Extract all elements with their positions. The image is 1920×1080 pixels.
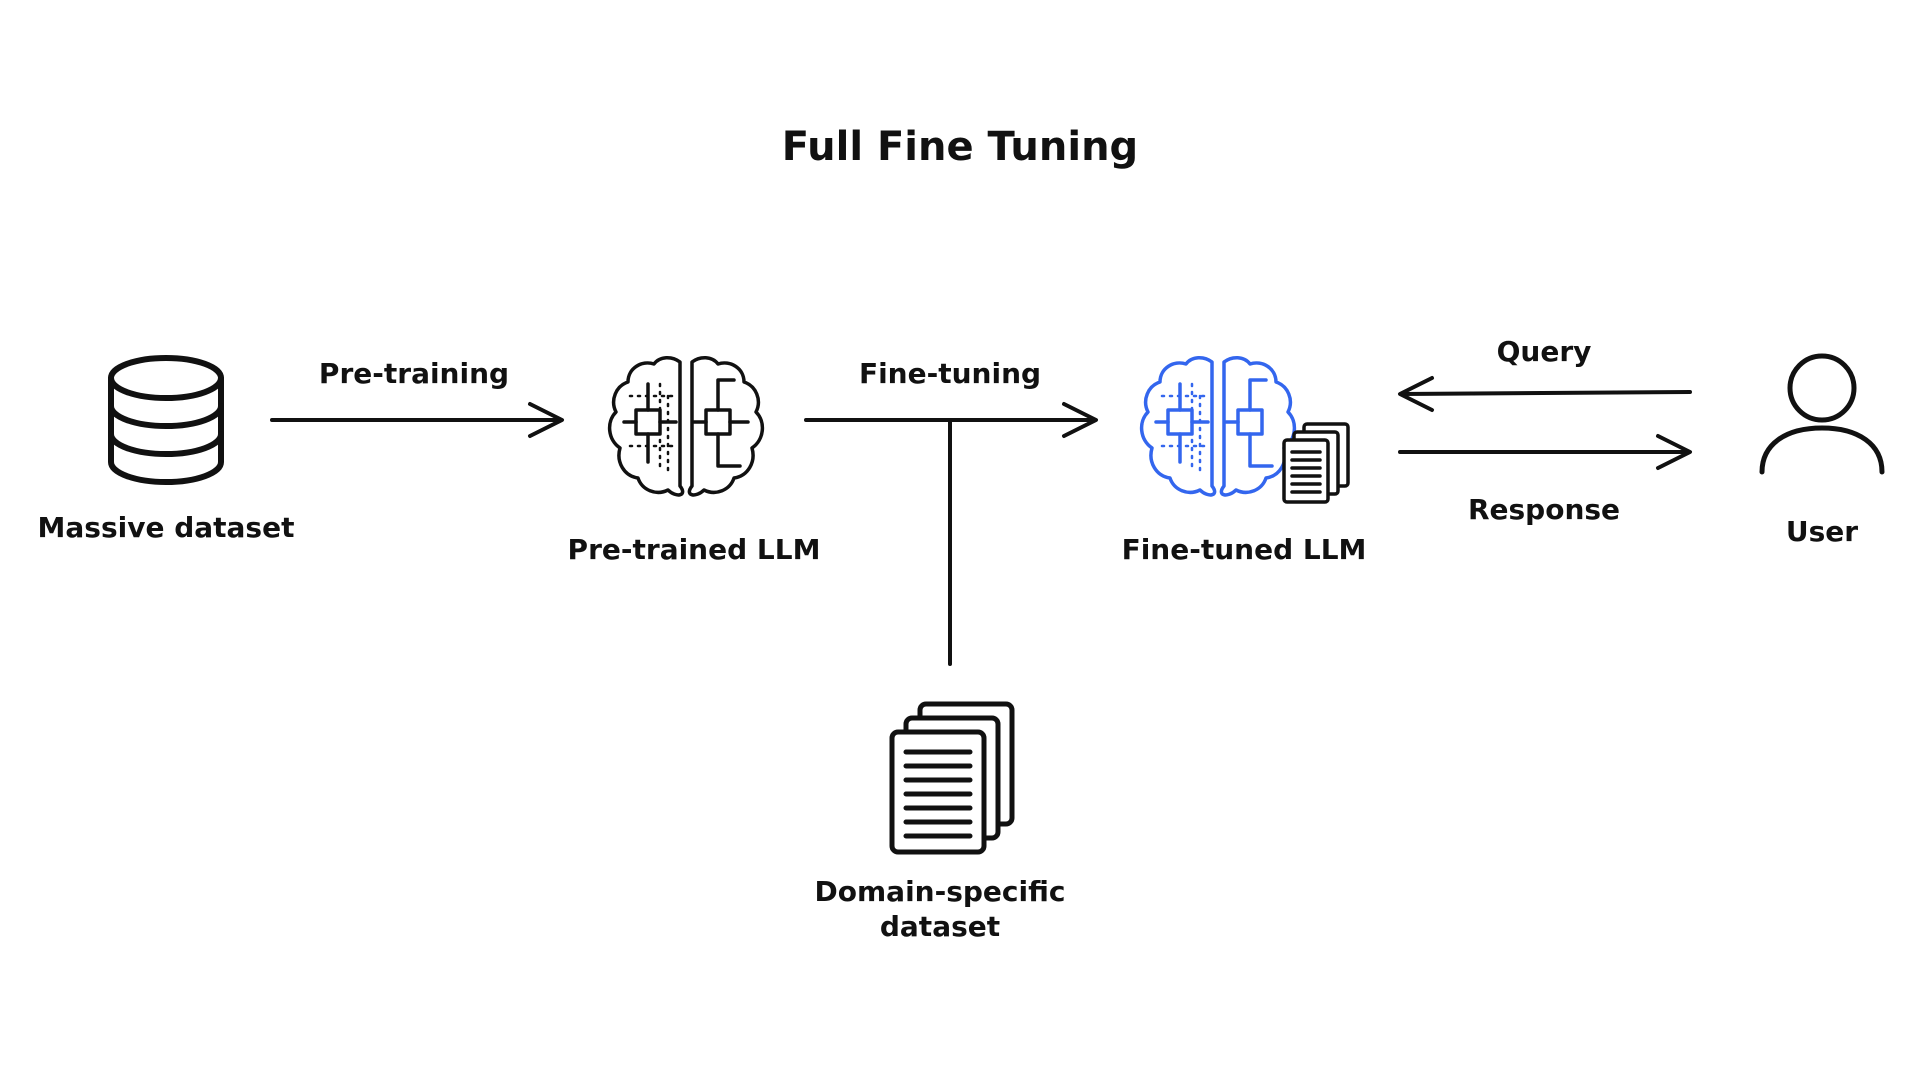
brain-chip-icon xyxy=(607,356,765,497)
domain-dataset-line2: dataset xyxy=(879,910,1001,943)
pretrained-llm-label: Pre-trained LLM xyxy=(567,533,821,566)
response-label: Response xyxy=(1467,493,1621,526)
page-title: Full Fine Tuning xyxy=(781,124,1139,170)
user-label: User xyxy=(1785,515,1859,548)
user-icon xyxy=(1759,353,1885,475)
finetuning-arrow xyxy=(804,402,1098,666)
pretraining-label: Pre-training xyxy=(318,357,510,390)
finetuned-llm-label: Fine-tuned LLM xyxy=(1121,533,1367,566)
domain-dataset-label: Domain-specific dataset xyxy=(815,874,1066,944)
pretraining-arrow xyxy=(270,402,564,438)
finetuning-label: Fine-tuning xyxy=(858,357,1042,390)
massive-dataset-label: Massive dataset xyxy=(37,511,295,544)
document-stack-small-icon xyxy=(1282,422,1350,504)
query-arrow xyxy=(1398,376,1692,412)
response-arrow xyxy=(1398,434,1692,470)
brain-chip-blue-icon xyxy=(1139,356,1297,497)
domain-dataset-line1: Domain-specific xyxy=(814,875,1066,908)
query-label: Query xyxy=(1496,335,1592,368)
database-icon xyxy=(108,355,224,485)
document-stack-icon xyxy=(889,701,1015,855)
